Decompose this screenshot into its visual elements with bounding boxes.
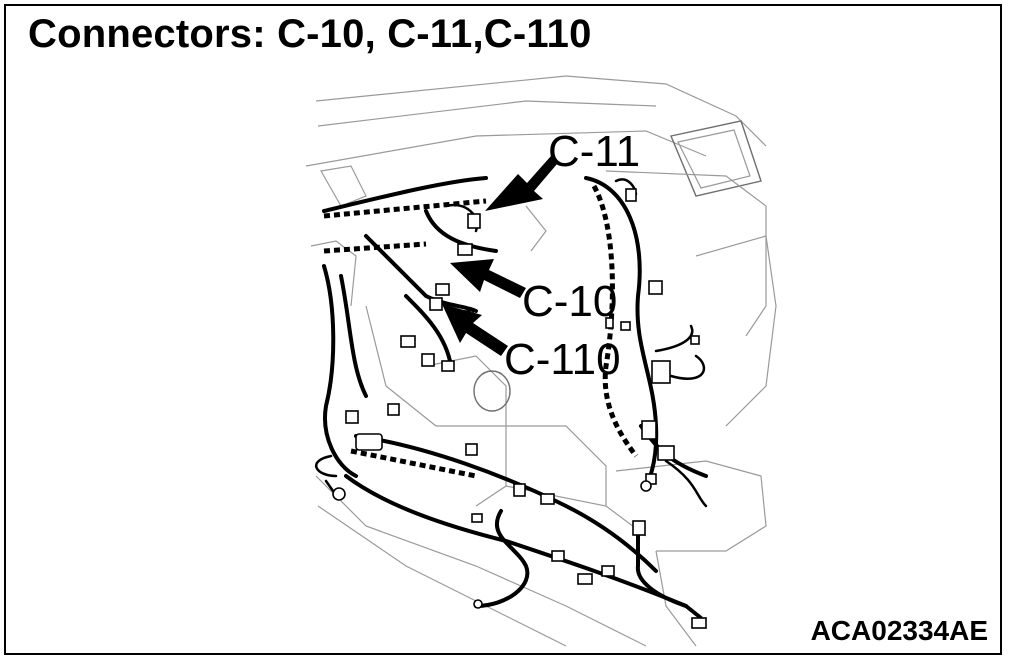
callout-arrows	[442, 156, 557, 356]
diagram-title: Connectors: C-10, C-11,C-110	[28, 12, 592, 56]
connector-blocks	[332, 188, 707, 629]
figure-code: ACA02334AE	[810, 615, 988, 646]
diagram-frame: Connectors: C-10, C-11,C-110	[4, 4, 1002, 655]
c110-label: C-110	[504, 335, 621, 384]
wiring-illustration: C-11 C-10 C-110	[305, 75, 777, 647]
c10-label: C-10	[522, 277, 617, 326]
c110-arrow	[442, 304, 508, 356]
c11-label: C-11	[548, 127, 640, 176]
c10-arrow	[450, 259, 526, 298]
dashboard-outline	[305, 75, 777, 647]
wire-harness	[315, 176, 708, 620]
c11-arrow	[485, 156, 557, 211]
